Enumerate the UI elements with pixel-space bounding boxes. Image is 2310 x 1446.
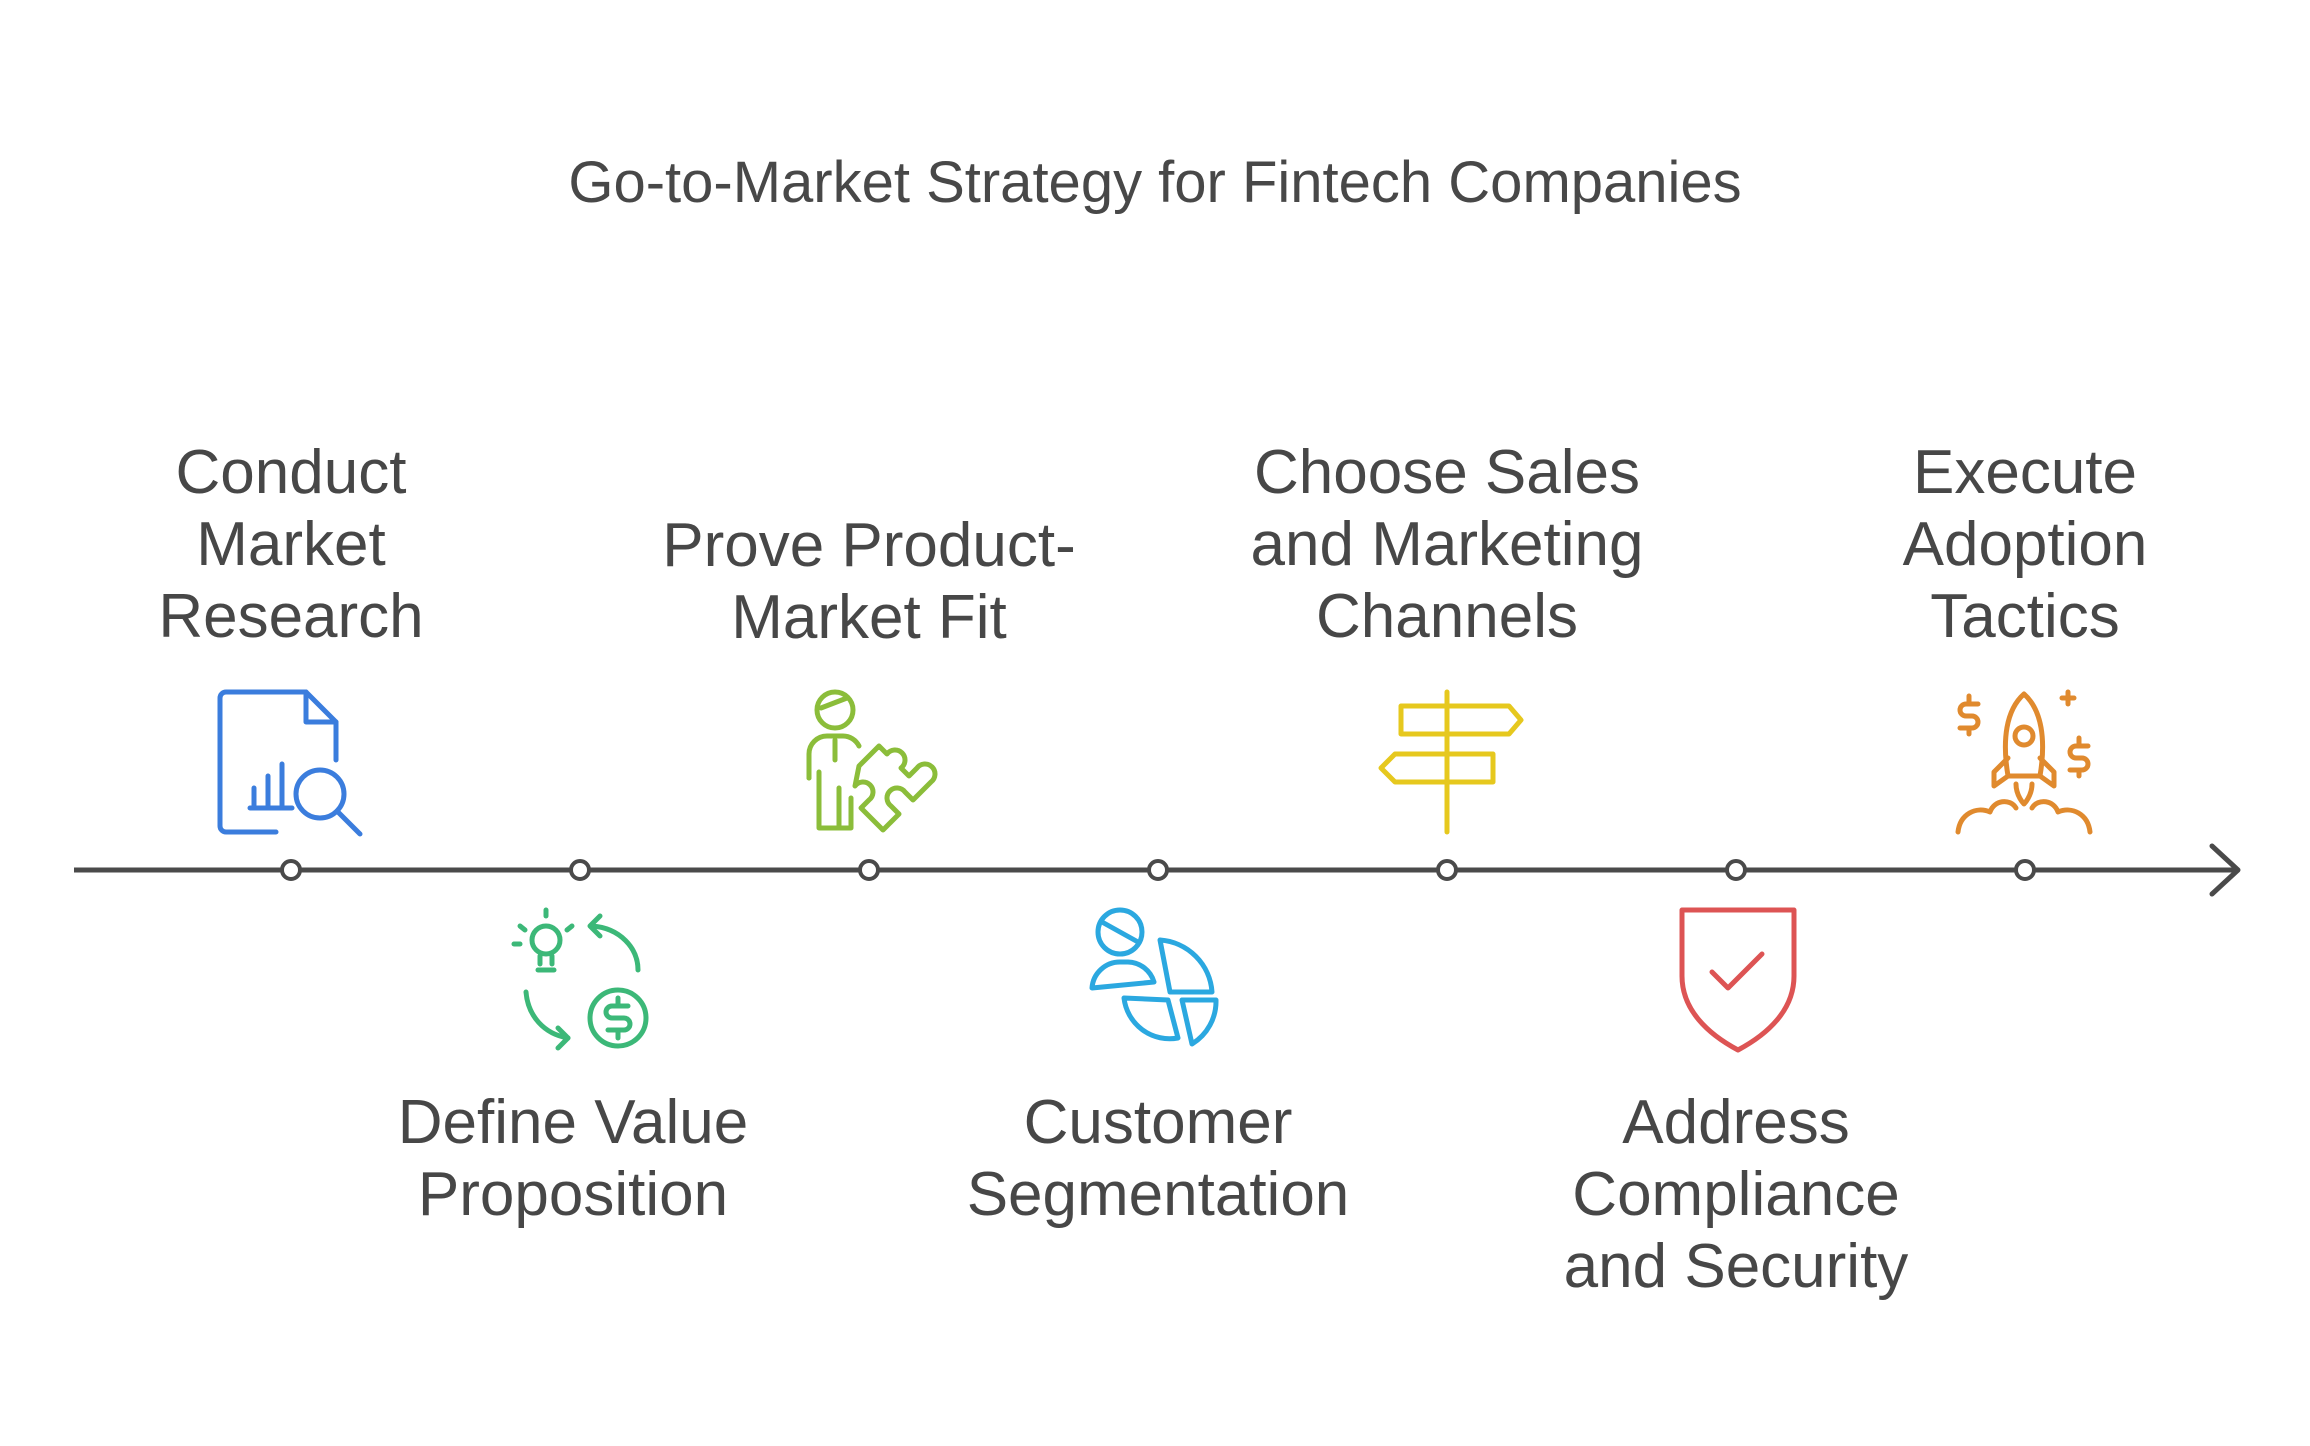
timeline-node	[280, 859, 302, 881]
timeline-arrowhead	[2209, 843, 2241, 897]
signpost-icon	[1378, 689, 1524, 835]
shield-check-icon	[1679, 907, 1797, 1053]
diagram-title: Go-to-Market Strategy for Fintech Compan…	[568, 150, 1742, 215]
person-pie-chart-icon	[1089, 907, 1219, 1047]
rocket-money-icon	[1955, 689, 2093, 835]
timeline-node	[1436, 859, 1458, 881]
timeline-node	[2014, 859, 2036, 881]
step-label-product-market-fit: Prove Product-Market Fit	[662, 511, 1076, 652]
timeline-node	[1725, 859, 1747, 881]
report-search-icon	[217, 689, 363, 837]
idea-money-cycle-icon	[511, 907, 649, 1051]
timeline-node	[569, 859, 591, 881]
timeline-node	[1147, 859, 1169, 881]
timeline-node	[858, 859, 880, 881]
person-puzzle-icon	[806, 689, 938, 833]
